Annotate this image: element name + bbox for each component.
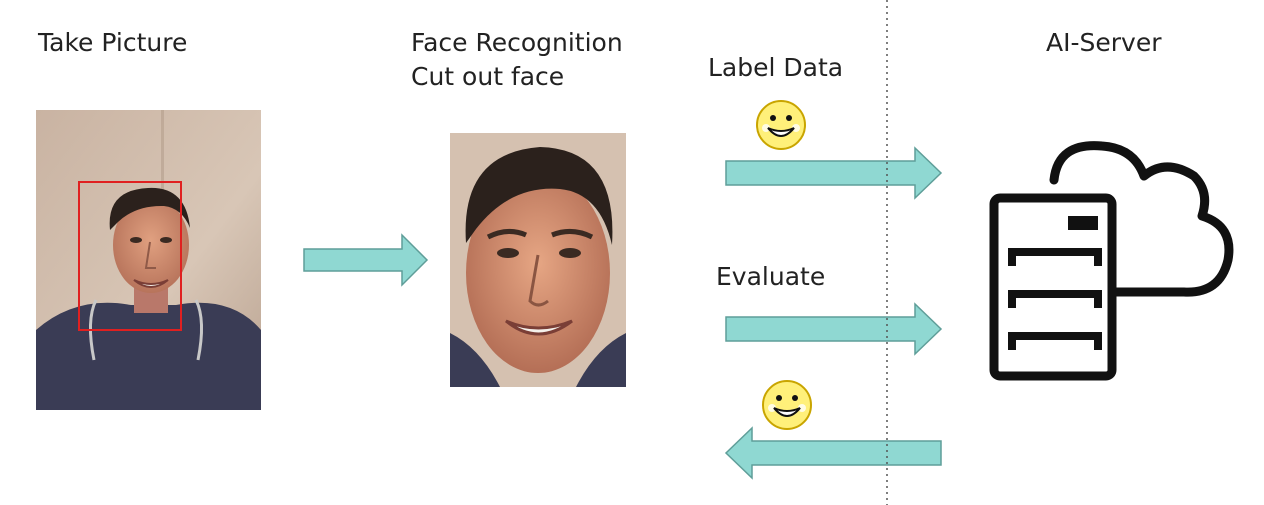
take-picture-label: Take Picture	[38, 28, 188, 57]
cropped-face-photo	[450, 133, 626, 387]
cloud-icon	[1049, 141, 1234, 297]
face-detection-box	[78, 181, 182, 331]
smiley-face-icon	[760, 378, 814, 432]
label-data-label: Label Data	[708, 53, 844, 82]
full-photo	[36, 110, 261, 410]
label-data-arrow	[725, 146, 943, 200]
cut-out-face-label: Cut out face	[411, 62, 565, 91]
ai-server-label: AI-Server	[1046, 28, 1162, 57]
divider-line	[884, 0, 890, 505]
smiley-face-icon	[754, 98, 808, 152]
evaluate-arrow	[725, 302, 943, 356]
face-recognition-label: Face Recognition	[411, 28, 623, 57]
server-icon	[988, 140, 1234, 382]
result-return-arrow	[724, 426, 942, 480]
process-arrow	[303, 233, 429, 287]
evaluate-label: Evaluate	[716, 262, 826, 291]
